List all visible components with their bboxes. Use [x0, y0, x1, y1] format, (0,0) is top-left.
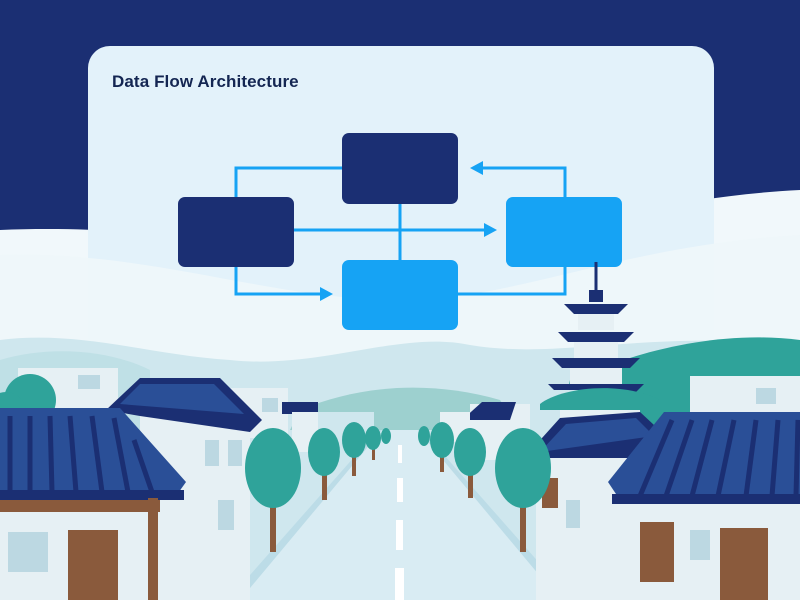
left-hanok: [0, 408, 186, 600]
arrowhead-top-icon: [470, 161, 483, 175]
pagoda: [548, 262, 644, 394]
arrowhead-bottom-icon: [320, 287, 333, 301]
street-trees: [245, 422, 551, 552]
edge-left-to-bottom: [234, 264, 324, 296]
right-hanok: [608, 412, 800, 600]
road-center-line: [395, 445, 404, 600]
edge-right-to-top: [480, 166, 567, 200]
edge-left-to-top: [234, 166, 344, 200]
diagram-connectors: [234, 166, 567, 296]
arrowhead-right-icon: [484, 223, 497, 237]
diagram-arrowheads: [320, 161, 497, 301]
left-house-middle: [106, 378, 262, 600]
node-right: [506, 197, 622, 267]
diagram-title: Data Flow Architecture: [112, 72, 299, 91]
road-right-curb: [418, 430, 572, 600]
node-bottom: [342, 260, 458, 330]
node-top: [342, 133, 458, 204]
edge-bottom-to-right: [456, 264, 567, 296]
road-left-curb: [228, 430, 382, 600]
road: [240, 430, 560, 600]
node-left: [178, 197, 294, 267]
